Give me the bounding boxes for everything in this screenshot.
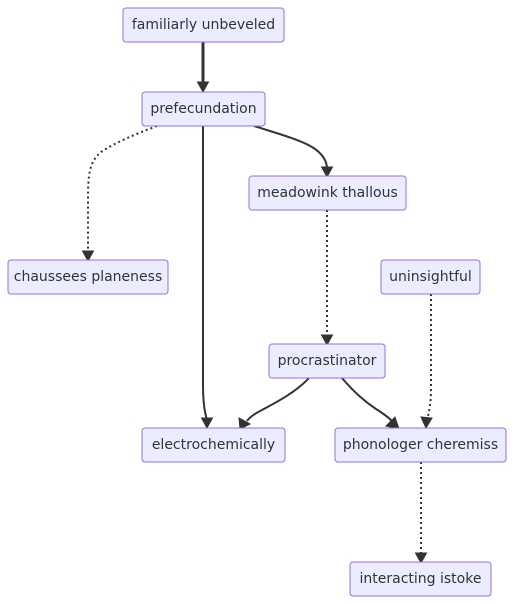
arrowhead-prefecundation-top bbox=[196, 81, 210, 94]
node-box bbox=[349, 561, 492, 597]
arrowhead-interacting-istoke bbox=[414, 552, 428, 565]
node-box bbox=[7, 259, 169, 295]
node-electrochemically[interactable]: electrochemically bbox=[141, 427, 286, 463]
arrowhead-phonologer-cheremiss-left bbox=[385, 416, 400, 430]
arrowhead-phonologer-cheremiss-right bbox=[420, 416, 433, 430]
node-prefecundation[interactable]: prefecundation bbox=[141, 91, 266, 127]
node-label: interacting istoke bbox=[360, 571, 482, 587]
arrowhead-meadowink-thallous bbox=[320, 166, 334, 179]
node-procrastinator[interactable]: procrastinator bbox=[268, 343, 386, 379]
arrowhead-electrochemically-right bbox=[238, 417, 252, 430]
edges-layer bbox=[81, 42, 433, 565]
node-label: chaussees planeness bbox=[14, 269, 163, 285]
node-box bbox=[334, 427, 507, 463]
edge-procrastinator-to-electrochemically bbox=[246, 377, 310, 422]
node-box bbox=[268, 343, 386, 379]
edge-procrastinator-to-phonologer-cheremiss bbox=[341, 377, 393, 422]
node-uninsightful[interactable]: uninsightful bbox=[380, 259, 481, 295]
node-chaussees-planeness[interactable]: chaussees planeness bbox=[7, 259, 169, 295]
node-box bbox=[141, 91, 266, 127]
edge-prefecundation-to-electrochemically bbox=[202, 126, 208, 421]
arrowhead-chaussees-planeness bbox=[81, 250, 95, 263]
node-box bbox=[380, 259, 481, 295]
node-label: procrastinator bbox=[278, 353, 377, 369]
arrowhead-procrastinator bbox=[320, 334, 334, 347]
node-box bbox=[248, 175, 407, 211]
node-label: phonologer cheremiss bbox=[343, 437, 498, 453]
node-box bbox=[122, 7, 285, 43]
edge-prefecundation-to-chaussees-planeness bbox=[87, 125, 158, 253]
node-interacting-istoke[interactable]: interacting istoke bbox=[349, 561, 492, 597]
node-familiarly-unbeveled[interactable]: familiarly unbeveled bbox=[122, 7, 285, 43]
node-label: meadowink thallous bbox=[257, 185, 398, 201]
node-label: familiarly unbeveled bbox=[132, 17, 275, 33]
node-box bbox=[141, 427, 286, 463]
node-label: uninsightful bbox=[389, 269, 472, 285]
edge-uninsightful-to-phonologer-cheremiss bbox=[426, 294, 432, 421]
node-meadowink-thallous[interactable]: meadowink thallous bbox=[248, 175, 407, 211]
node-label: prefecundation bbox=[150, 101, 256, 117]
arrowhead-electrochemically-left bbox=[200, 417, 214, 430]
nodes-layer: familiarly unbeveled prefecundation mead… bbox=[7, 7, 507, 597]
node-phonologer-cheremiss[interactable]: phonologer cheremiss bbox=[334, 427, 507, 463]
edge-prefecundation-to-meadowink-thallous bbox=[253, 125, 328, 170]
node-label: electrochemically bbox=[152, 437, 275, 453]
